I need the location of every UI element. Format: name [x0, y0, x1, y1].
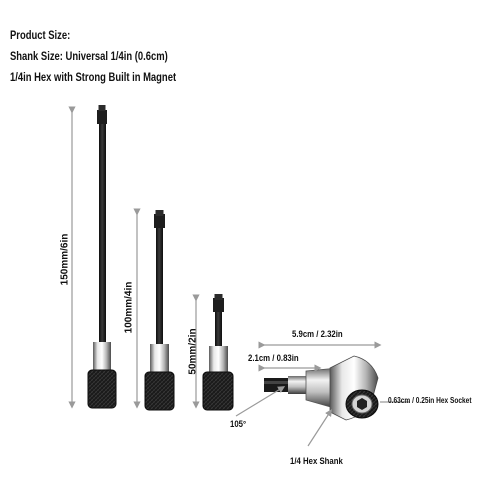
shank-size-text: Shank Size: Universal 1/4in (0.6cm) [10, 51, 168, 63]
adapter-shank-length-label: 2.1cm / 0.83in [248, 353, 299, 364]
long-bit-shaft [99, 124, 106, 342]
long-bit-hex-tip [97, 110, 107, 124]
adapter-neck [288, 376, 306, 394]
adapter-hex-shank [264, 378, 288, 392]
short-bit-collar [209, 346, 228, 372]
long-bit-collar [93, 342, 111, 370]
medium-bit-grip [144, 371, 175, 411]
right-angle-adapter [264, 355, 379, 421]
hex-magnet-text: 1/4in Hex with Strong Built in Magnet [10, 72, 177, 84]
medium-bit-collar [150, 344, 169, 372]
long-bit-holder [87, 105, 117, 409]
long-bit-grip [87, 369, 117, 409]
hex-shank-leader-line [307, 408, 332, 447]
short-bit-length-label: 50mm/2in [187, 328, 199, 375]
angle-leader-line [235, 386, 286, 417]
socket-size-label: 0.63cm / 0.25in Hex Socket [388, 396, 472, 405]
adapter-length-label: 5.9cm / 2.32in [292, 329, 343, 340]
short-bit-grip [202, 371, 234, 411]
medium-bit-hex-tip [154, 214, 165, 228]
product-size-heading: Product Size: [10, 30, 71, 42]
angle-label: 105° [230, 419, 247, 430]
adapter-hex-socket [357, 398, 367, 410]
short-bit-holder [202, 294, 234, 411]
medium-bit-length-label: 100mm/4in [123, 281, 135, 334]
short-bit-hex-tip [213, 298, 224, 312]
long-bit-length-label: 150mm/6in [59, 233, 71, 286]
medium-bit-shaft [156, 228, 163, 344]
hex-shank-label: 1/4 Hex Shank [290, 456, 343, 467]
short-bit-shaft [215, 312, 222, 346]
medium-bit-holder [144, 210, 175, 411]
